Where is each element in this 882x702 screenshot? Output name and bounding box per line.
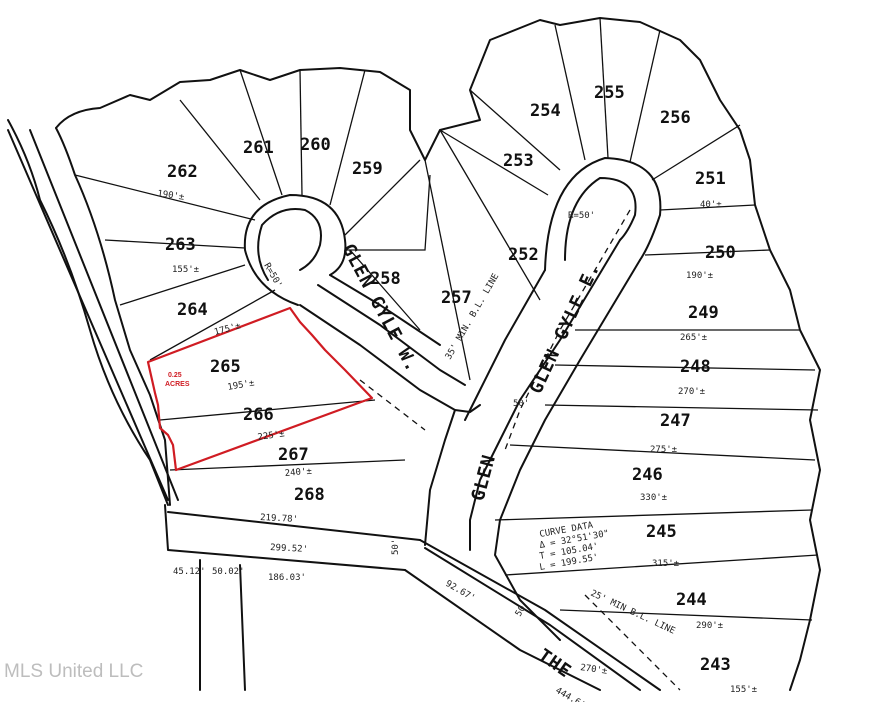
lot-264: 264 bbox=[177, 300, 208, 320]
lot-259: 259 bbox=[352, 159, 383, 179]
lot-255: 253 bbox=[503, 151, 534, 171]
lot-268: 268 bbox=[294, 485, 325, 505]
dim-265: 265'± bbox=[680, 333, 708, 343]
dim-radius-east: R=50' bbox=[568, 211, 595, 221]
dim-50-e: 50' bbox=[513, 399, 529, 409]
dim-219: 219.78' bbox=[260, 513, 298, 525]
street-glen-gyle-w: GLEN GYLE W. bbox=[338, 240, 423, 375]
dim-40: 40'± bbox=[700, 200, 722, 210]
dim-270: 270'± bbox=[580, 663, 609, 677]
dim-186: 186.03' bbox=[268, 573, 306, 583]
dim-444: 444.6' bbox=[554, 686, 587, 702]
acres-value: 0.25 bbox=[168, 372, 182, 379]
highlighted-lot-outline bbox=[146, 306, 374, 472]
property-boundary-lines bbox=[7, 17, 821, 691]
lot-263: 263 bbox=[165, 235, 196, 255]
lot-260: 260 bbox=[300, 135, 331, 155]
lot-247: 247 bbox=[660, 411, 691, 431]
lot-253: 255 bbox=[594, 83, 625, 103]
dim-275: 275'± bbox=[650, 445, 678, 455]
lot-243: 243 bbox=[700, 655, 731, 675]
dim-190-e: 190'± bbox=[686, 271, 714, 281]
dimension-labels: 190'± 155'± 175'± 195'± 225'± 240'± 219.… bbox=[157, 189, 758, 702]
lot-257: 257 bbox=[441, 288, 472, 308]
dim-45: 45.12' bbox=[173, 567, 206, 577]
dim-155-e: 155'± bbox=[730, 685, 758, 695]
glen-gyle-e-road bbox=[424, 239, 641, 641]
lot-249: 249 bbox=[688, 303, 719, 323]
lot-265: 265 bbox=[210, 357, 241, 377]
dim-270-e: 270'± bbox=[678, 387, 706, 397]
lot-258: 258 bbox=[370, 269, 401, 289]
cul-de-sac-west bbox=[243, 194, 347, 306]
street-the: THE bbox=[534, 645, 575, 683]
lot-267: 267 bbox=[278, 445, 309, 465]
lot-254: 254 bbox=[530, 101, 561, 121]
lot-numbers: 262 261 260 259 263 258 264 257 265 266 … bbox=[165, 83, 736, 675]
dim-35min: 35' MIN. B.L. LINE bbox=[444, 272, 501, 361]
lot-244: 244 bbox=[676, 590, 707, 610]
dim-155: 155'± bbox=[172, 265, 200, 275]
lot-245: 245 bbox=[646, 522, 677, 542]
acreage-label: 0.25 ACRES bbox=[165, 372, 190, 388]
dim-315: 315'± bbox=[652, 559, 680, 569]
lot-246: 246 bbox=[632, 465, 663, 485]
dim-240: 240'± bbox=[284, 467, 312, 479]
dim-50-02: 50.02' bbox=[212, 567, 245, 577]
lot-256: 252 bbox=[508, 245, 539, 265]
cul-de-sac-east bbox=[544, 157, 662, 271]
dim-195: 195'± bbox=[227, 378, 256, 393]
dim-290: 290'± bbox=[696, 621, 724, 631]
lot-261: 261 bbox=[243, 138, 274, 158]
lot-262: 262 bbox=[167, 162, 198, 182]
lot-251: 251 bbox=[695, 169, 726, 189]
glen-gyle-w-road bbox=[299, 274, 481, 413]
dim-190: 190'± bbox=[157, 189, 186, 203]
lot-248: 248 bbox=[680, 357, 711, 377]
street-glen: GLEN bbox=[468, 452, 501, 503]
acres-unit: ACRES bbox=[165, 381, 190, 388]
lot-266: 266 bbox=[243, 405, 274, 425]
street-glen-gyle-e: GLEN GYLE E. bbox=[525, 259, 604, 397]
dim-330: 330'± bbox=[640, 493, 668, 503]
dim-175: 175'± bbox=[213, 321, 242, 338]
lot-250: 250 bbox=[705, 243, 736, 263]
lot-252: 256 bbox=[660, 108, 691, 128]
dim-225: 225'± bbox=[257, 429, 286, 443]
dim-50-road: 50' bbox=[391, 539, 401, 555]
watermark: MLS United LLC bbox=[4, 661, 143, 682]
dim-299: 299.52' bbox=[270, 543, 308, 555]
lot-lines bbox=[74, 17, 819, 691]
